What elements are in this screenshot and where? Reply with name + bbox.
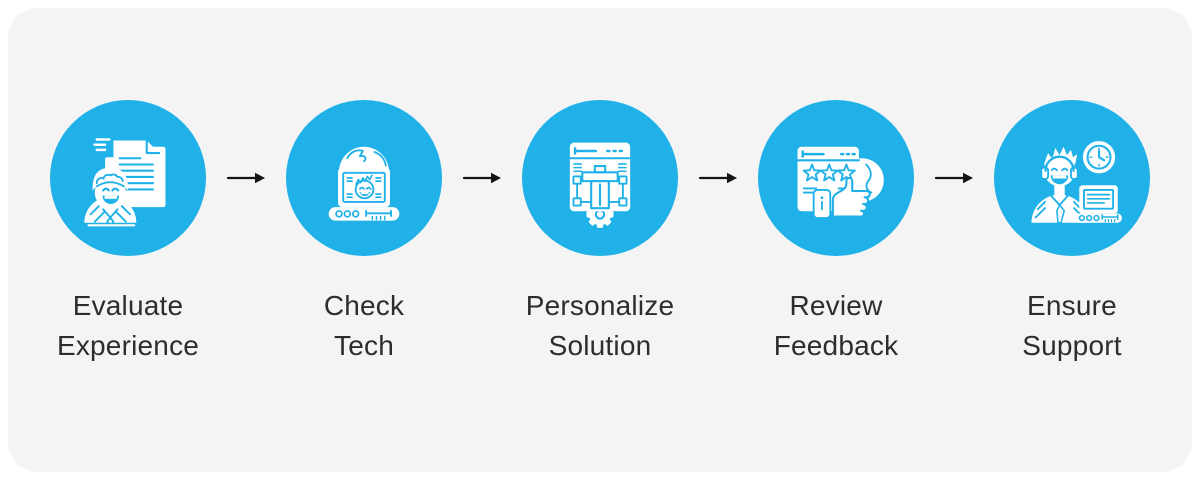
laptop-globe-icon (328, 146, 400, 221)
support-agent-clock-laptop-icon (1031, 141, 1122, 224)
step-label-line1: Review (789, 290, 883, 321)
step-label-line2: Experience (56, 330, 200, 361)
step-label-line1: Evaluate (72, 290, 184, 321)
step-review-feedback: Review Feedback (738, 100, 934, 366)
step-circle (994, 100, 1150, 256)
browser-prototype-gear-icon (568, 142, 632, 228)
step-label-line1: Check (323, 290, 405, 321)
step-check-tech: Check Tech (266, 100, 462, 366)
process-steps: Evaluate Experience (8, 8, 1192, 366)
step-label: Review Feedback (774, 286, 899, 366)
step-circle (758, 100, 914, 256)
flow-arrow-icon (226, 170, 266, 186)
step-label: Check Tech (324, 286, 404, 366)
rating-stars-thumbs-up-icon (796, 146, 884, 219)
step-circle (522, 100, 678, 256)
step-ensure-support: Ensure Support (974, 100, 1170, 366)
step-label-line2: Support (1022, 330, 1122, 361)
step-label-line1: Ensure (1027, 290, 1117, 321)
step-personalize-solution: Personalize Solution (502, 100, 698, 366)
step-label-line2: Feedback (773, 330, 899, 361)
step-label-line2: Solution (548, 330, 652, 361)
flow-arrow-icon (934, 170, 974, 186)
step-label-line2: Tech (334, 330, 394, 361)
flow-arrow-icon (698, 170, 738, 186)
step-label: Evaluate Experience (57, 286, 199, 366)
step-circle (286, 100, 442, 256)
step-label: Ensure Support (1022, 286, 1121, 366)
flow-arrow-icon (462, 170, 502, 186)
person-with-documents-icon (84, 138, 166, 228)
infographic-card: Evaluate Experience (8, 8, 1192, 472)
step-circle (50, 100, 206, 256)
step-label: Personalize Solution (526, 286, 675, 366)
step-label-line1: Personalize (525, 290, 675, 321)
step-evaluate-experience: Evaluate Experience (30, 100, 226, 366)
